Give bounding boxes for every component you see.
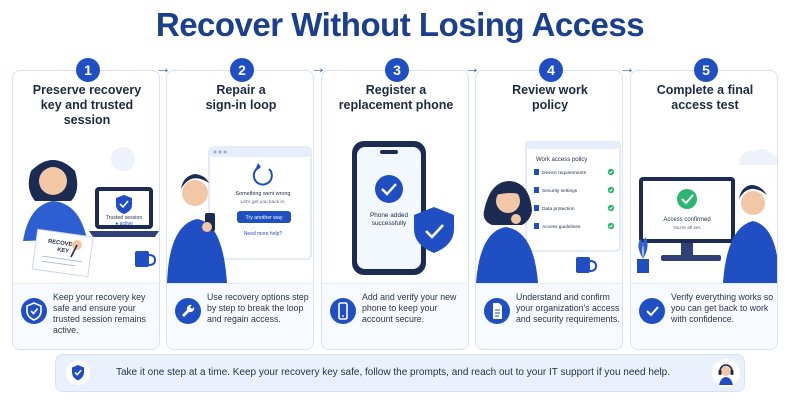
phone-icon [330, 298, 356, 324]
policy-item: Security settings [542, 188, 578, 194]
paper-text-2: KEY [57, 247, 70, 255]
footer-tip-banner: Take it one step at a time. Keep your re… [55, 354, 745, 392]
step-description: Add and verify your new phone to keep yo… [362, 292, 457, 324]
step-3-number: 3 [385, 58, 409, 82]
step-description: Use recovery options step by step to bre… [207, 292, 309, 324]
policy-panel-title: Work access policy [536, 157, 587, 163]
laptop-text-2: ● active [115, 221, 133, 227]
browser-text-2: Let's get you back in. [241, 199, 286, 205]
support-headset-icon [712, 359, 740, 387]
step-1-number: 1 [76, 58, 100, 82]
monitor-text-2: You're all set. [673, 225, 701, 231]
need-help-link: Need more help? [244, 231, 283, 237]
page-title: Recover Without Losing Access [155, 6, 645, 43]
step-description-row: Add and verify your new phone to keep yo… [322, 283, 468, 349]
step-4-number: 4 [539, 58, 563, 82]
try-another-way-button: Try another way [246, 215, 283, 221]
step-card-3: Register a replacement phone Phone added… [321, 70, 469, 350]
step-illustration: Work access policy Device requirements S… [476, 141, 622, 283]
check-icon [639, 298, 665, 324]
step-title: Repair a sign-in loop [205, 83, 277, 112]
policy-item: Access guidelines [542, 224, 581, 230]
arrow-right-icon: → [155, 60, 171, 77]
step-illustration: Something went wrong Let's get you back … [167, 141, 313, 283]
monitor-text-1: Access confirmed [663, 217, 710, 223]
document-icon [484, 298, 510, 324]
step-card-4: Review work policy Work access policy De… [475, 70, 623, 350]
step-5-number: 5 [694, 58, 718, 82]
step-title: Review work policy [512, 83, 588, 112]
paper-text-1: RECOVERY [48, 239, 81, 249]
wrench-icon [175, 298, 201, 324]
step-card-1: Preserve recovery key and trusted sessio… [12, 70, 160, 350]
step-description: Verify everything works so you can get b… [671, 292, 774, 324]
step-description-row: Keep your recovery key safe and ensure y… [13, 283, 159, 349]
step-description: Understand and confirm your organization… [516, 292, 620, 324]
step-2-number: 2 [230, 58, 254, 82]
step-title: Preserve recovery key and trusted sessio… [32, 83, 142, 127]
step-title: Register a replacement phone [338, 83, 454, 112]
browser-text-1: Something went wrong [236, 191, 291, 197]
step-illustration: Trusted session ● active RECOVERY KEY [13, 141, 159, 283]
arrow-right-icon: → [310, 60, 326, 77]
arrow-right-icon: → [619, 60, 635, 77]
shield-check-icon [66, 361, 90, 385]
step-title: Complete a final access test [656, 83, 754, 112]
policy-item: Data protection [542, 206, 575, 212]
policy-item: Device requirements [542, 170, 587, 176]
step-description-row: Use recovery options step by step to bre… [167, 283, 313, 349]
step-illustration: Access confirmed You're all set. [631, 141, 777, 283]
step-card-2: Repair a sign-in loop Something went wro… [166, 70, 314, 350]
laptop-text-1: Trusted session [106, 215, 143, 221]
step-description-row: Understand and confirm your organization… [476, 283, 622, 349]
arrow-right-icon: → [464, 60, 480, 77]
step-illustration: Phone added successfully [322, 141, 468, 283]
step-description: Keep your recovery key safe and ensure y… [53, 292, 146, 335]
footer-text: Take it one step at a time. Keep your re… [116, 367, 671, 378]
phone-text-1: Phone added [370, 212, 408, 219]
shield-check-icon [21, 298, 47, 324]
step-card-5: Complete a final access test Access conf… [630, 70, 778, 350]
step-description-row: Verify everything works so you can get b… [631, 283, 777, 349]
phone-text-2: successfully [372, 220, 407, 227]
